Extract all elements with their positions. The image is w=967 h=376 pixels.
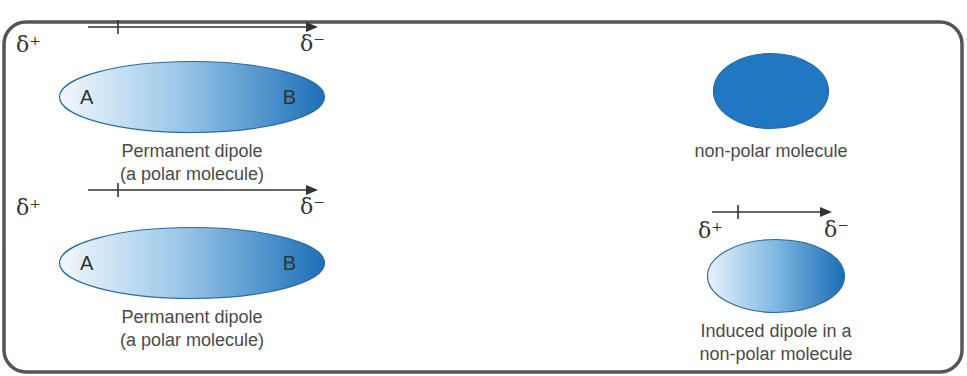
molecule-shape bbox=[706, 238, 846, 314]
charge-label: δ⁻ bbox=[300, 33, 325, 55]
charge-label: δ⁻ bbox=[300, 196, 325, 218]
molecule-caption: Permanent dipole (a polar molecule) bbox=[113, 140, 271, 185]
non-polar-molecule: non-polar molecule bbox=[712, 52, 830, 130]
polar-molecule: ABPermanent dipole (a polar molecule) bbox=[58, 226, 326, 300]
induced-dipole-molecule: Induced dipole in a non-polar molecule bbox=[706, 238, 846, 314]
charge-label: δ⁺ bbox=[16, 197, 41, 219]
dipole-arrow bbox=[88, 183, 318, 197]
charge-label: δ⁻ bbox=[824, 219, 849, 241]
atom-label: B bbox=[283, 252, 296, 274]
polar-molecule: ABPermanent dipole (a polar molecule) bbox=[58, 60, 326, 134]
molecule-outline bbox=[60, 228, 325, 299]
molecule-shape bbox=[712, 52, 830, 130]
molecule-outline bbox=[60, 62, 325, 133]
dipole-arrow bbox=[88, 20, 318, 34]
molecule-outline bbox=[708, 240, 845, 313]
molecule-caption: non-polar molecule bbox=[661, 140, 881, 163]
atom-label: B bbox=[283, 86, 296, 108]
atom-label: A bbox=[80, 86, 93, 108]
charge-label: δ⁺ bbox=[16, 34, 41, 56]
molecule-outline bbox=[714, 54, 829, 129]
molecule-caption: Permanent dipole (a polar molecule) bbox=[113, 306, 271, 351]
atom-label: A bbox=[80, 252, 93, 274]
molecule-caption: Induced dipole in a non-polar molecule bbox=[681, 320, 871, 365]
dipole-arrow bbox=[712, 205, 832, 219]
charge-label: δ⁺ bbox=[698, 220, 723, 242]
frame bbox=[4, 22, 962, 372]
